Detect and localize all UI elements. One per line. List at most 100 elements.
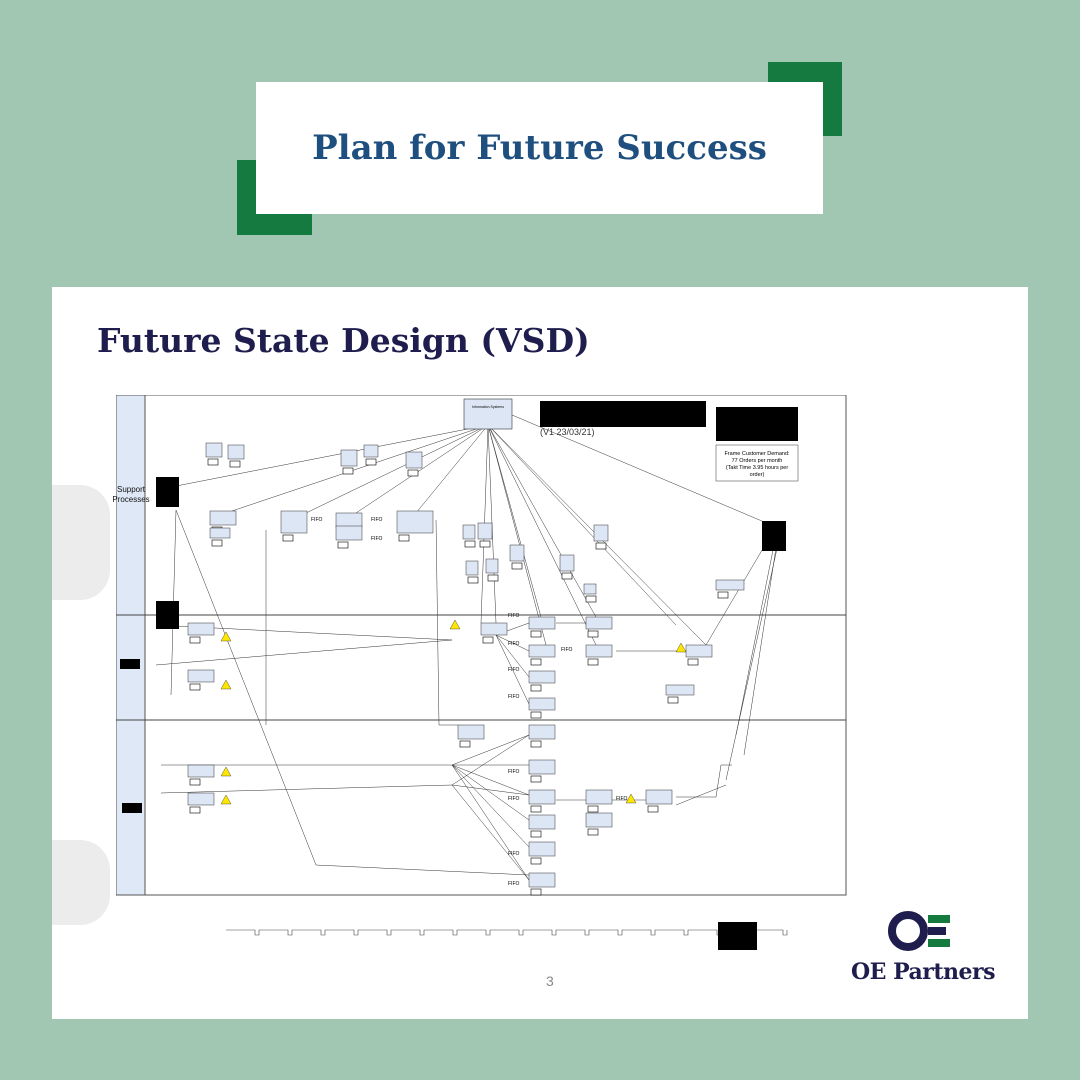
data-box (365, 458, 377, 466)
process-box (335, 512, 363, 528)
process-box (528, 759, 556, 775)
redacted-block (540, 401, 706, 427)
version-label: (V1 23/03/21) (540, 427, 595, 437)
demand-box (715, 444, 799, 482)
redacted-block (156, 477, 179, 507)
timeline (226, 929, 788, 936)
connector-line (495, 634, 530, 705)
data-box (189, 636, 201, 644)
data-box (530, 857, 542, 865)
fifo-label: FIFO (508, 694, 519, 700)
fifo-label: FIFO (371, 536, 382, 542)
connector-line (451, 784, 530, 881)
data-box (530, 711, 542, 719)
warning-icon (220, 766, 232, 777)
redacted-block (762, 521, 786, 551)
data-box (189, 778, 201, 786)
data-box (530, 684, 542, 692)
demand-title: Frame Customer Demand: (724, 451, 790, 457)
connector-line (743, 534, 779, 756)
data-box (479, 540, 491, 548)
process-box (528, 697, 556, 711)
data-box (459, 740, 471, 748)
slide-tab-decoration (52, 840, 110, 925)
process-box (528, 644, 556, 658)
fifo-label: FIFO (561, 647, 572, 653)
connector-line (315, 864, 530, 876)
warning-icon (449, 619, 461, 630)
process-box (593, 524, 609, 542)
connector-line (725, 534, 781, 781)
connector-line (355, 424, 489, 514)
process-box (528, 616, 556, 630)
warning-icon (220, 631, 232, 642)
data-box (530, 888, 542, 896)
page-number: 3 (546, 973, 554, 989)
fifo-label: FIFO (371, 517, 382, 523)
connector-line (451, 734, 530, 786)
title-banner: Plan for Future Success (256, 82, 823, 214)
information-systems-label: Information Systems (472, 405, 504, 409)
process-box (187, 622, 215, 636)
connector-line (175, 509, 317, 866)
fifo-markers: FIFO FIFO FIFO FIFO FIFO FIFO FIFO FIFO FIFO FIFO… (311, 517, 627, 887)
data-box (511, 562, 523, 570)
fifo-label: FIFO (616, 796, 627, 802)
connector-line (225, 424, 489, 514)
process-box (396, 510, 434, 534)
connector-line (305, 424, 489, 514)
banner-title: Plan for Future Success (312, 128, 767, 168)
process-box (509, 544, 525, 562)
connector-line (487, 424, 677, 626)
process-box (665, 684, 695, 696)
process-box (528, 789, 556, 805)
connector-line (495, 634, 530, 652)
data-box (530, 775, 542, 783)
demand-line: 77 Orders per month (732, 458, 783, 464)
logo-text: OE Partners (850, 959, 996, 985)
process-box (227, 444, 245, 460)
fifo-label: FIFO (508, 667, 519, 673)
demand-line: (Takt Time 3.95 hours per (726, 465, 789, 471)
data-box (587, 828, 599, 836)
process-box (528, 872, 556, 888)
data-box (207, 458, 219, 466)
connector-line (155, 639, 453, 666)
fifo-label: FIFO (508, 641, 519, 647)
fifo-label: FIFO (311, 517, 322, 523)
warning-icon (220, 794, 232, 805)
data-box (530, 830, 542, 838)
fifo-label: FIFO (508, 613, 519, 619)
process-box (462, 524, 476, 540)
fifo-label: FIFO (508, 851, 519, 857)
data-box (530, 740, 542, 748)
process-box (585, 812, 613, 828)
fifo-label: FIFO (508, 881, 519, 887)
data-box (407, 469, 419, 477)
data-box (587, 658, 599, 666)
process-box (645, 789, 673, 805)
process-box (205, 442, 223, 458)
connector-line (735, 534, 777, 736)
connector-line (511, 414, 777, 528)
process-box (340, 449, 358, 467)
fifo-label: FIFO (508, 796, 519, 802)
oe-logo-icon (888, 911, 950, 951)
connector-line (487, 424, 547, 646)
process-box (585, 789, 613, 805)
process-box (187, 669, 215, 683)
data-box (667, 696, 679, 704)
slide-tab-decoration (52, 485, 110, 600)
process-box (528, 724, 556, 740)
redacted-block (156, 601, 179, 629)
redacted-block (716, 407, 798, 441)
data-box (342, 467, 354, 475)
process-box (585, 616, 613, 630)
connector-line (451, 764, 530, 848)
redacted-block (718, 922, 757, 950)
data-box (587, 805, 599, 813)
process-box (528, 670, 556, 684)
process-box (559, 554, 575, 572)
data-box (487, 574, 499, 582)
connector-line (160, 784, 453, 794)
